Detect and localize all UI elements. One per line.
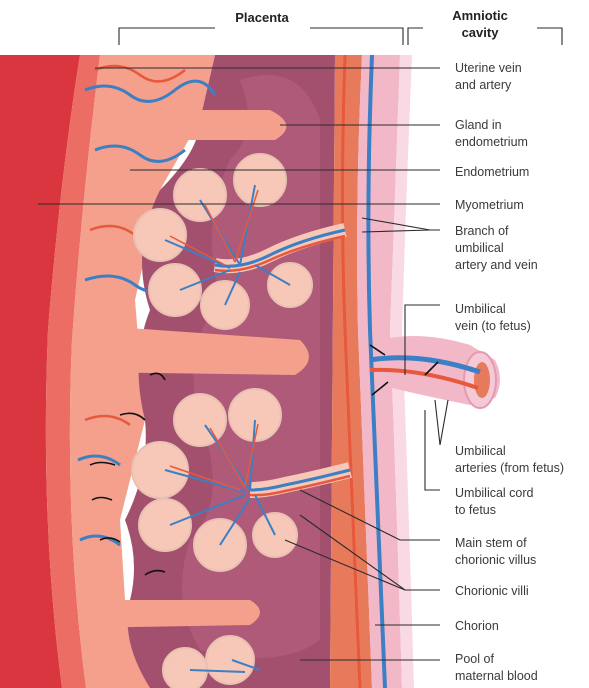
label-myometrium: Myometrium [455, 198, 524, 212]
label-branch-l3: artery and vein [455, 258, 538, 272]
gland [100, 110, 286, 140]
label-umbilical-arteries-l1: Umbilical [455, 444, 506, 458]
placenta-header: Placenta [235, 10, 289, 25]
label-umbilical-cord-l1: Umbilical cord [455, 486, 534, 500]
label-gland-l1: Gland in [455, 118, 502, 132]
label-pool-l2: maternal blood [455, 669, 538, 683]
label-pool-l1: Pool of [455, 652, 494, 666]
label-main-stem-l1: Main stem of [455, 536, 527, 550]
label-umbilical-arteries-l2: arteries (from fetus) [455, 461, 564, 475]
label-uterine-vessels-l1: Uterine vein [455, 61, 522, 75]
label-umbilical-vein-l2: vein (to fetus) [455, 319, 531, 333]
amniotic-header-line1: Amniotic [452, 8, 508, 23]
label-chorionic-villi: Chorionic villi [455, 584, 529, 598]
label-main-stem-l2: chorionic villus [455, 553, 536, 567]
amniotic-header-line2: cavity [462, 25, 500, 40]
gland [80, 600, 260, 628]
label-gland-l2: endometrium [455, 135, 528, 149]
label-umbilical-vein-l1: Umbilical [455, 302, 506, 316]
label-endometrium: Endometrium [455, 165, 529, 179]
label-uterine-vessels-l2: and artery [455, 78, 512, 92]
label-branch-l1: Branch of [455, 224, 509, 238]
label-branch-l2: umbilical [455, 241, 504, 255]
placenta-bracket [119, 28, 403, 45]
umbilical-cord-lumen [474, 362, 490, 398]
label-umbilical-cord-l2: to fetus [455, 503, 496, 517]
label-chorion: Chorion [455, 619, 499, 633]
